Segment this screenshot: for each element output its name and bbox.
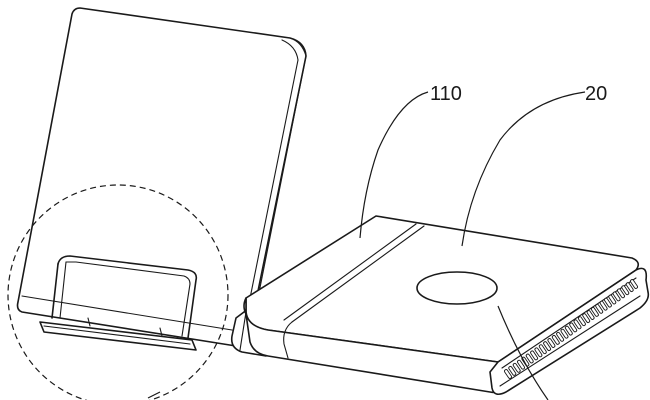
vent-slot bbox=[612, 291, 621, 302]
vent-slot bbox=[504, 369, 512, 379]
vent-slot bbox=[560, 328, 569, 339]
vent-slot bbox=[599, 300, 608, 311]
label-110: 110 bbox=[430, 83, 462, 105]
vent-slot bbox=[573, 319, 582, 330]
vent-slot bbox=[577, 316, 586, 327]
vent-slot bbox=[556, 331, 565, 342]
vent-slot bbox=[621, 285, 630, 296]
vent-slot bbox=[630, 279, 638, 289]
vent-slot bbox=[582, 313, 591, 323]
vent-slot bbox=[564, 325, 573, 336]
label-20: 20 bbox=[585, 83, 607, 105]
vent-slot bbox=[608, 294, 617, 305]
charging-coil bbox=[416, 271, 498, 305]
vent-slot bbox=[543, 341, 552, 351]
vent-slot bbox=[617, 288, 625, 299]
charging-base bbox=[243, 215, 650, 396]
vent-slot bbox=[551, 335, 560, 345]
vent-slot bbox=[590, 307, 599, 317]
leader-coil bbox=[497, 305, 549, 400]
vent-slot bbox=[525, 353, 534, 364]
leader-20 bbox=[461, 91, 586, 247]
leader-detail bbox=[147, 391, 161, 399]
vent-slots bbox=[504, 279, 638, 379]
vent-slot bbox=[538, 344, 547, 355]
vent-slot bbox=[603, 297, 612, 308]
vent-slot bbox=[625, 282, 634, 292]
vent-slot bbox=[534, 347, 543, 358]
bracket-slot bbox=[39, 255, 198, 351]
vent-slot bbox=[569, 322, 578, 333]
vent-slot bbox=[517, 359, 525, 370]
vent-slot bbox=[547, 338, 556, 348]
vent-slot bbox=[595, 303, 604, 314]
vent-slot bbox=[586, 310, 595, 320]
vent-slot bbox=[508, 366, 517, 376]
vent-slot bbox=[512, 362, 521, 373]
vent-slot bbox=[530, 350, 539, 361]
detail-circle bbox=[7, 184, 229, 400]
leader-110 bbox=[359, 91, 429, 239]
